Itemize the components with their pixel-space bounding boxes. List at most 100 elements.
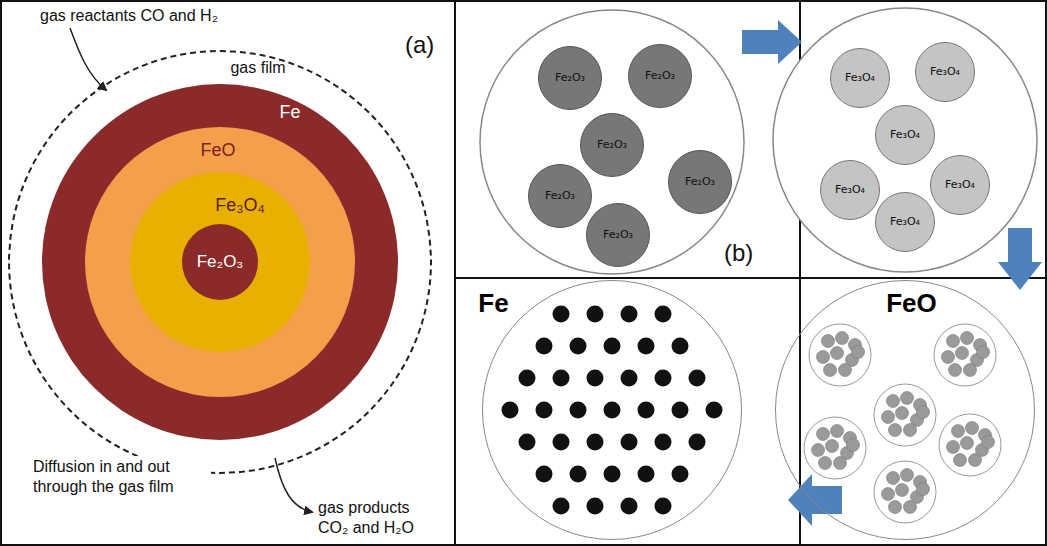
magnetite-grain: Fe₃O₄: [875, 192, 935, 252]
sub-grain: [887, 395, 900, 408]
iron-grain: [570, 402, 587, 419]
grain-outline: [874, 384, 936, 446]
particle-outline: [480, 10, 744, 274]
sub-grain: [889, 501, 902, 514]
node-label: gas film: [230, 59, 285, 77]
magnetite-shell: Fe₃O₄ Fe₂O₃: [130, 172, 310, 352]
iron-grain: [655, 434, 672, 451]
hematite-core: Fe₂O₃: [182, 224, 258, 300]
iron-grain: [621, 370, 638, 387]
sub-grain: [882, 411, 895, 424]
iron-grain: [638, 466, 655, 483]
sub-grain: [839, 364, 852, 377]
sub-grain: [831, 347, 844, 360]
iron-grain: [672, 466, 689, 483]
node-label: Fe₂O₃: [545, 190, 575, 203]
grain-outline: [804, 417, 866, 479]
panel-divider: [455, 277, 1046, 279]
sub-grain: [836, 332, 849, 345]
sub-grain: [826, 440, 839, 453]
node-label: Fe: [478, 289, 508, 319]
node-label: Fe₂O₃: [603, 229, 633, 242]
grain-outline: [809, 324, 871, 386]
iron-grain: [621, 306, 638, 323]
iron-grain: [672, 402, 689, 419]
node-label: FeO: [886, 289, 937, 319]
step-arrow: [788, 474, 842, 526]
hematite-grain: Fe₂O₃: [580, 113, 644, 177]
panel-border: [1, 1, 455, 545]
hematite-grain: Fe₂O₃: [538, 46, 602, 110]
sub-grain: [822, 335, 835, 348]
sub-grain: [961, 332, 974, 345]
sub-grain: [812, 444, 825, 457]
magnetite-grain: Fe₃O₄: [830, 48, 890, 108]
sub-grain: [917, 406, 930, 419]
node-label: Fe: [279, 102, 300, 123]
panel-letter: (b): [724, 238, 753, 268]
iron-grain: [655, 306, 672, 323]
node-label: FeO: [200, 140, 235, 161]
iron-grains: [502, 306, 723, 515]
iron-grain: [536, 338, 553, 355]
node-label: Fe₃O₄: [890, 216, 920, 229]
iron-grain: [570, 466, 587, 483]
iron-grain: [689, 434, 706, 451]
panel-border: [455, 1, 1046, 545]
iron-grain: [519, 370, 536, 387]
iron-grain: [587, 498, 604, 515]
iron-grain: [655, 370, 672, 387]
sub-grain: [824, 364, 837, 377]
iron-grain: [604, 466, 621, 483]
iron-grain: [536, 402, 553, 419]
sub-grain: [901, 392, 914, 405]
sub-grain: [966, 422, 979, 435]
step-arrow: [742, 20, 802, 64]
iron-grain: [570, 338, 587, 355]
step-arrow: [998, 228, 1042, 290]
iron-grain: [553, 370, 570, 387]
iron-grain: [587, 306, 604, 323]
iron-particle: Fe: [482, 280, 742, 540]
sub-grain: [982, 436, 995, 449]
magnetite-grain: Fe₃O₄: [875, 105, 935, 165]
iron-grain: [604, 402, 621, 419]
sub-grain: [817, 428, 830, 441]
wustite-shell: FeO Fe₃O₄ Fe₂O₃: [85, 127, 355, 397]
sub-grain: [956, 347, 969, 360]
gas-label: gas reactants CO and H₂: [40, 6, 218, 26]
sub-grain: [954, 454, 967, 467]
iron-grain: [655, 498, 672, 515]
iron-grain: [587, 434, 604, 451]
iron-grain: [706, 402, 723, 419]
node-label: Fe₃O₄: [845, 72, 875, 85]
iron-grain: [519, 434, 536, 451]
node-label: Fe₂O₃: [197, 252, 244, 272]
gas-label: gas products CO₂ and H₂O: [318, 498, 433, 538]
flow-arrow: [70, 28, 106, 90]
magnetite-grain: Fe₃O₄: [930, 155, 990, 215]
iron-grain: [536, 466, 553, 483]
wustite-particle: FeO: [775, 280, 1035, 540]
node-label: Fe₃O₄: [215, 195, 265, 216]
hematite-grain: Fe₂O₃: [528, 164, 592, 228]
sub-grain: [887, 472, 900, 485]
node-label: Fe₃O₄: [890, 129, 920, 142]
gas-film: gas filmFeFeO Fe₃O₄ Fe₂O₃: [8, 50, 432, 474]
node-label: Fe₂O₃: [597, 139, 627, 152]
iron-grain: [638, 338, 655, 355]
hematite-grain: Fe₂O₃: [628, 44, 692, 108]
sub-grain: [969, 454, 982, 467]
sub-grain: [977, 346, 990, 359]
iron-grain: [621, 434, 638, 451]
sub-grain: [901, 469, 914, 482]
grain-outline: [874, 461, 936, 523]
node-label: Fe₂O₃: [645, 70, 675, 83]
hematite-grain: Fe₂O₃: [668, 150, 732, 214]
node-label: Fe₂O₃: [685, 176, 715, 189]
sub-grain: [847, 439, 860, 452]
iron-grain: [604, 338, 621, 355]
grain-outline: [939, 414, 1001, 476]
sub-grain: [852, 346, 865, 359]
sub-grain: [831, 425, 844, 438]
